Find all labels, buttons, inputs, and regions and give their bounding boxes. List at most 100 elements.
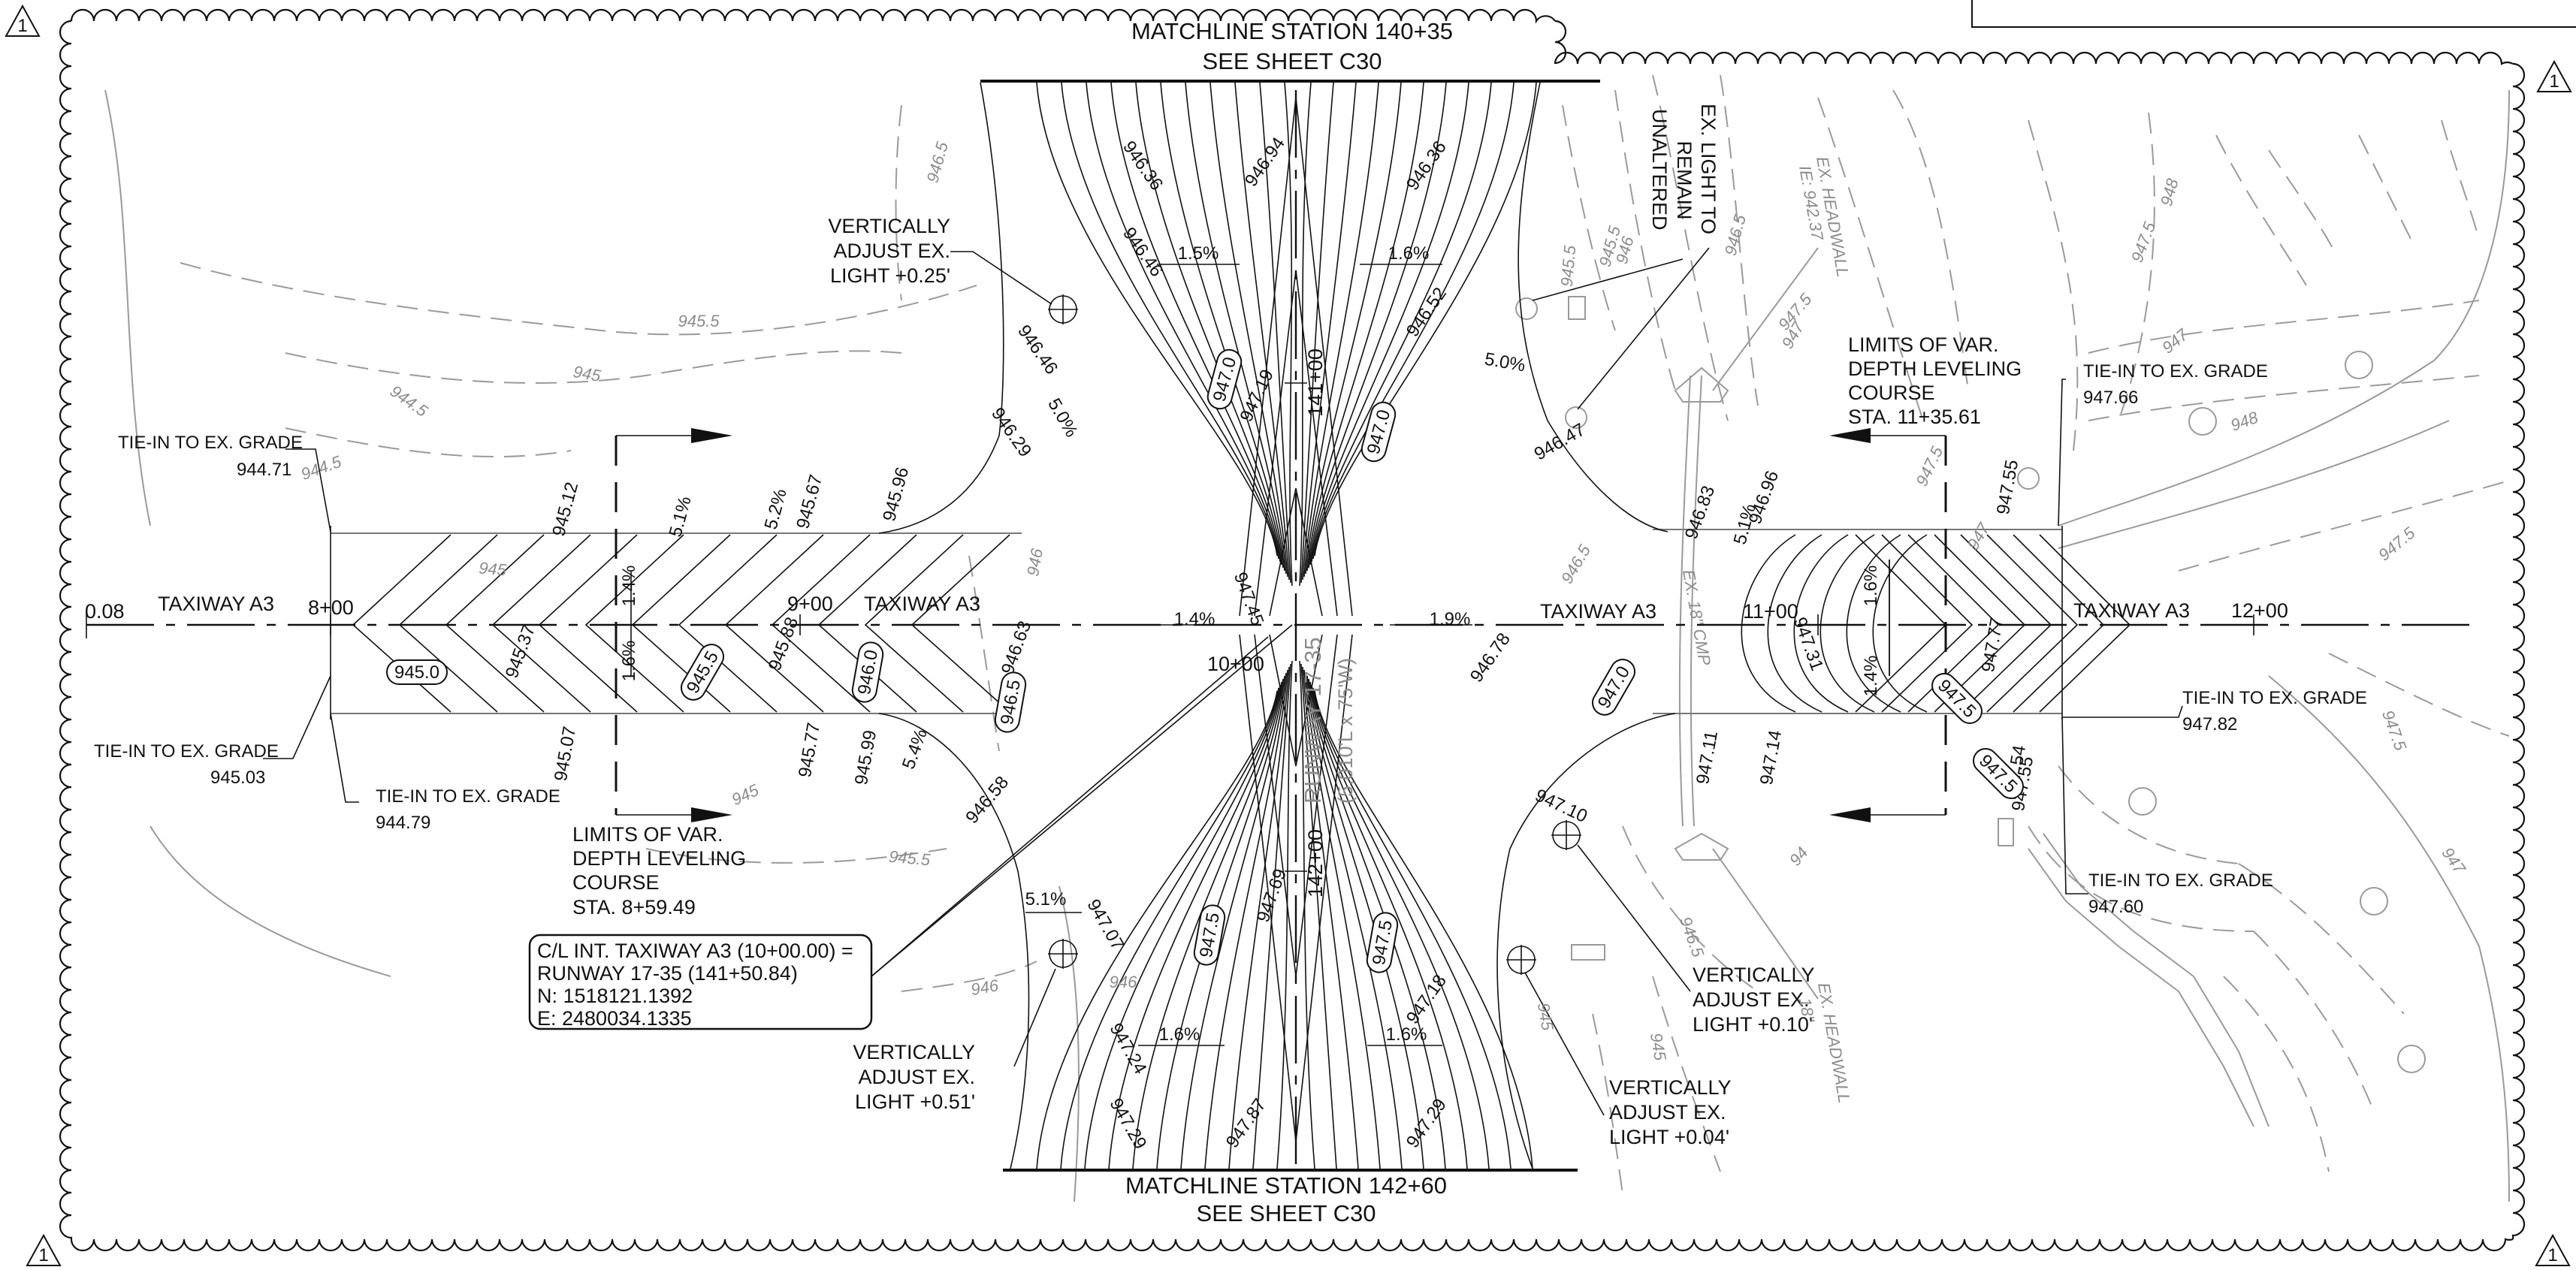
svg-text:STA. 8+59.49: STA. 8+59.49 <box>572 896 696 919</box>
svg-text:1.4%: 1.4% <box>619 566 639 607</box>
revision-triangle: 1 <box>26 1233 62 1266</box>
svg-text:946.47: 946.47 <box>1531 419 1589 464</box>
title-block-corner <box>1971 0 2576 28</box>
svg-text:947: 947 <box>2438 843 2469 877</box>
svg-text:COURSE: COURSE <box>572 871 660 894</box>
svg-text:1.4%: 1.4% <box>1861 656 1881 697</box>
svg-text:945.96: 945.96 <box>879 465 913 523</box>
svg-text:DEPTH LEVELING: DEPTH LEVELING <box>572 847 746 870</box>
svg-text:EX. HEADWALL: EX. HEADWALL <box>1814 982 1854 1105</box>
svg-text:947.29: 947.29 <box>1105 1095 1150 1153</box>
svg-text:947.18: 947.18 <box>1403 971 1451 1028</box>
svg-text:945.67: 945.67 <box>793 472 826 531</box>
svg-text:948: 948 <box>2157 176 2182 208</box>
svg-text:11+00: 11+00 <box>1743 600 1798 623</box>
taxiway-labels: TAXIWAY A3 TAXIWAY A3 TAXIWAY A3 TAXIWAY… <box>85 593 2288 675</box>
svg-text:1.6%: 1.6% <box>619 641 639 682</box>
svg-text:12+00: 12+00 <box>2231 599 2288 622</box>
matchline-top-ref: SEE SHEET C30 <box>1203 48 1382 74</box>
svg-text:1.6%: 1.6% <box>1861 566 1881 607</box>
svg-text:947.5: 947.5 <box>2375 523 2419 564</box>
svg-text:ADJUST EX.: ADJUST EX. <box>833 240 950 262</box>
svg-text:DEPTH LEVELING: DEPTH LEVELING <box>1848 357 2022 380</box>
svg-text:18": 18" <box>1795 997 1818 1024</box>
svg-text:945.12: 945.12 <box>548 480 582 538</box>
svg-text:945: 945 <box>729 780 763 809</box>
svg-text:947.69: 947.69 <box>1253 866 1291 925</box>
svg-text:C/L INT. TAXIWAY A3 (10+00.00): C/L INT. TAXIWAY A3 (10+00.00) = <box>537 940 853 962</box>
svg-text:948: 948 <box>2228 408 2261 435</box>
station-ticks <box>330 382 1819 872</box>
svg-text:945.5: 945.5 <box>888 847 932 870</box>
light-callouts: VERTICALLY ADJUST EX. LIGHT +0.25' VERTI… <box>828 215 1814 1148</box>
svg-text:1.5%: 1.5% <box>1178 243 1219 264</box>
svg-text:5.2%: 5.2% <box>761 487 791 532</box>
svg-text:947.5: 947.5 <box>1912 443 1946 489</box>
ex-light-remain-note: EX. LIGHT TO REMAIN UNALTERED <box>1648 104 1720 234</box>
svg-text:5.0%: 5.0% <box>1483 349 1527 376</box>
svg-text:1: 1 <box>2547 1245 2557 1265</box>
limits-left <box>615 428 732 822</box>
svg-text:946.5: 946.5 <box>1557 541 1595 587</box>
svg-text:0.08: 0.08 <box>85 600 125 623</box>
existing-contours <box>104 74 2510 1202</box>
svg-text:1.6%: 1.6% <box>1386 1024 1427 1045</box>
svg-text:5.1%: 5.1% <box>666 494 696 539</box>
svg-text:LIGHT +0.10': LIGHT +0.10' <box>1693 1013 1813 1036</box>
svg-text:945: 945 <box>1647 1031 1670 1062</box>
svg-text:E: 2480034.1335: E: 2480034.1335 <box>537 1007 692 1030</box>
svg-text:1.6%: 1.6% <box>1388 243 1430 264</box>
svg-text:VERTICALLY: VERTICALLY <box>853 1041 975 1063</box>
svg-text:5.0%: 5.0% <box>1043 395 1082 441</box>
svg-text:VERTICALLY: VERTICALLY <box>1693 964 1815 986</box>
svg-text:947.5: 947.5 <box>2378 707 2411 753</box>
svg-text:946.63: 946.63 <box>998 618 1035 677</box>
svg-text:VERTICALLY: VERTICALLY <box>828 215 950 237</box>
svg-text:COURSE: COURSE <box>1848 382 1935 404</box>
svg-text:TIE-IN TO EX. GRADE: TIE-IN TO EX. GRADE <box>2182 688 2367 708</box>
svg-text:947.55: 947.55 <box>1993 458 2022 516</box>
svg-text:946.83: 946.83 <box>1681 483 1719 541</box>
svg-text:VERTICALLY: VERTICALLY <box>1609 1076 1732 1099</box>
matchline-top-title: MATCHLINE STATION 140+35 <box>1131 18 1453 44</box>
revision-triangle: 1 <box>2536 59 2572 92</box>
svg-text:REMAIN: REMAIN <box>1673 140 1696 219</box>
svg-text:TIE-IN TO EX. GRADE: TIE-IN TO EX. GRADE <box>2088 870 2273 891</box>
svg-text:945.77: 945.77 <box>795 721 824 779</box>
matchline-bottom-ref: SEE SHEET C30 <box>1197 1200 1376 1226</box>
light-symbols <box>1048 294 1581 975</box>
svg-text:8+00: 8+00 <box>308 596 354 619</box>
svg-text:945.5: 945.5 <box>1557 244 1580 288</box>
matchline-bottom-title: MATCHLINE STATION 142+60 <box>1125 1172 1447 1199</box>
tie-in-labels: TIE-IN TO EX. GRADE 944.71 TIE-IN TO EX.… <box>94 361 2367 917</box>
svg-text:946.78: 946.78 <box>1466 629 1514 686</box>
svg-text:142+00: 142+00 <box>1304 829 1327 897</box>
svg-text:947: 947 <box>1963 519 1993 553</box>
svg-text:945.0: 945.0 <box>394 662 439 683</box>
svg-text:946.5: 946.5 <box>1676 914 1708 960</box>
slope-arrows <box>630 264 1890 1046</box>
revision-triangle: 1 <box>2535 1233 2571 1266</box>
svg-text:946.36: 946.36 <box>1403 137 1451 195</box>
svg-text:947.07: 947.07 <box>1083 896 1128 954</box>
svg-text:946.29: 946.29 <box>987 404 1035 461</box>
svg-text:EX. 18" CMP: EX. 18" CMP <box>1679 569 1714 668</box>
svg-text:946.96: 946.96 <box>1745 468 1783 526</box>
svg-text:947.87: 947.87 <box>1222 1095 1270 1152</box>
svg-text:944.5: 944.5 <box>387 382 432 421</box>
existing-features <box>1515 296 2426 1127</box>
revision-cloud-border <box>59 8 2526 1252</box>
svg-text:946.58: 946.58 <box>962 772 1013 828</box>
svg-text:5.1%: 5.1% <box>1025 889 1067 910</box>
svg-text:945.37: 945.37 <box>502 622 539 680</box>
svg-text:947.45: 947.45 <box>1230 569 1267 628</box>
svg-text:946: 946 <box>1023 547 1046 578</box>
svg-text:1.4%: 1.4% <box>1174 609 1216 629</box>
svg-text:1.9%: 1.9% <box>1430 609 1471 629</box>
svg-text:946.5: 946.5 <box>923 140 953 185</box>
svg-text:947.10: 947.10 <box>1532 785 1590 826</box>
svg-text:UNALTERED: UNALTERED <box>1648 109 1671 231</box>
svg-text:(5,010'L x 75'W): (5,010'L x 75'W) <box>1334 658 1357 804</box>
svg-text:LIGHT +0.04': LIGHT +0.04' <box>1609 1126 1729 1148</box>
